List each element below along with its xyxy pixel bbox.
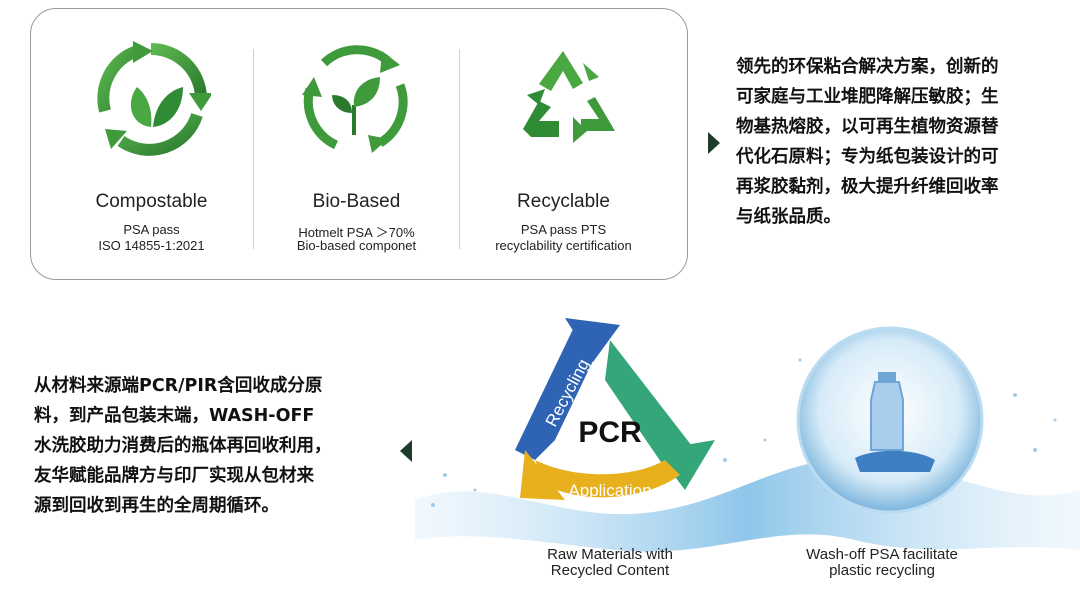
divider	[459, 49, 460, 249]
cert-recyclable: Recyclable PSA pass PTS recyclability ce…	[461, 9, 666, 279]
cert-detail: Bio-based componet	[296, 238, 417, 253]
text-line: 物基热熔胶，以可再生植物资源替	[736, 117, 999, 137]
pointer-arrow-right-icon	[708, 132, 720, 154]
pointer-arrow-left-icon	[400, 440, 412, 462]
cert-compostable: Compostable PSA pass ISO 14855-1:2021	[49, 9, 254, 279]
text-line: 友华赋能品牌方与印厂实现从包材来	[34, 466, 314, 486]
recycling-segment	[515, 325, 603, 460]
cert-title: Compostable	[95, 191, 208, 212]
certification-panel: Compostable PSA pass ISO 14855-1:2021 Bi…	[30, 8, 688, 280]
pcr-cycle-graphic: PCR Recycling Material Application	[415, 318, 1080, 552]
pcr-cycle: PCR Recycling Material Application	[515, 318, 715, 500]
caption-wash-off: Wash-off PSA facilitate plastic recyclin…	[772, 547, 992, 579]
caption-line: plastic recycling	[829, 562, 935, 579]
text-line: 料，到产品包装末端，WASH-OFF	[34, 406, 315, 426]
water-wave	[415, 458, 1080, 552]
cert-title: Bio-Based	[312, 191, 401, 212]
cert-detail: Hotmelt PSA ＞70%	[298, 225, 415, 240]
cert-detail: recyclability certification	[495, 238, 632, 253]
recycle-triangle-icon	[523, 51, 615, 143]
text-line: 与纸张品质。	[736, 207, 841, 227]
compost-leaves-cycle-icon	[97, 41, 211, 156]
text-line: 水洗胶助力消费后的瓶体再回收利用，	[34, 436, 332, 456]
cert-detail: PSA pass PTS	[520, 222, 607, 237]
material-segment	[605, 340, 695, 468]
application-segment	[535, 460, 680, 498]
caption-raw-materials: Raw Materials with Recycled Content	[515, 547, 705, 579]
pcr-description: 从材料来源端PCR/PIR含回收成分原 料，到产品包装末端，WASH-OFF 水…	[34, 371, 332, 521]
text-line: 源到回收到再生的全周期循环。	[34, 496, 279, 516]
text-line: 可家庭与工业堆肥降解压敏胶；生	[736, 87, 999, 107]
text-line: 从材料来源端PCR/PIR含回收成分原	[34, 376, 323, 396]
eco-adhesive-description: 领先的环保粘合解决方案，创新的 可家庭与工业堆肥降解压敏胶；生 物基热熔胶，以可…	[736, 52, 999, 232]
caption-line: Recycled Content	[550, 562, 670, 579]
plastic-bottle-icon	[855, 372, 935, 472]
text-line: 代化石原料；专为纸包装设计的可	[736, 147, 999, 167]
cert-detail: ISO 14855-1:2021	[98, 238, 205, 253]
application-label: Application	[568, 481, 651, 500]
cert-title: Recyclable	[517, 191, 610, 212]
text-line: 再浆胶黏剂，极大提升纤维回收率	[736, 177, 999, 197]
caption-line: Raw Materials with	[547, 546, 673, 563]
bio-sprout-cycle-icon	[302, 45, 408, 153]
caption-line: Wash-off PSA facilitate	[806, 546, 958, 563]
water-splash-dots	[431, 358, 1057, 507]
pcr-center-label: PCR	[578, 416, 642, 449]
cert-detail: PSA pass	[123, 222, 180, 237]
cert-bio-based: Bio-Based Hotmelt PSA ＞70% Bio-based com…	[254, 9, 459, 279]
divider	[253, 49, 254, 249]
text-line: 领先的环保粘合解决方案，创新的	[736, 57, 999, 77]
